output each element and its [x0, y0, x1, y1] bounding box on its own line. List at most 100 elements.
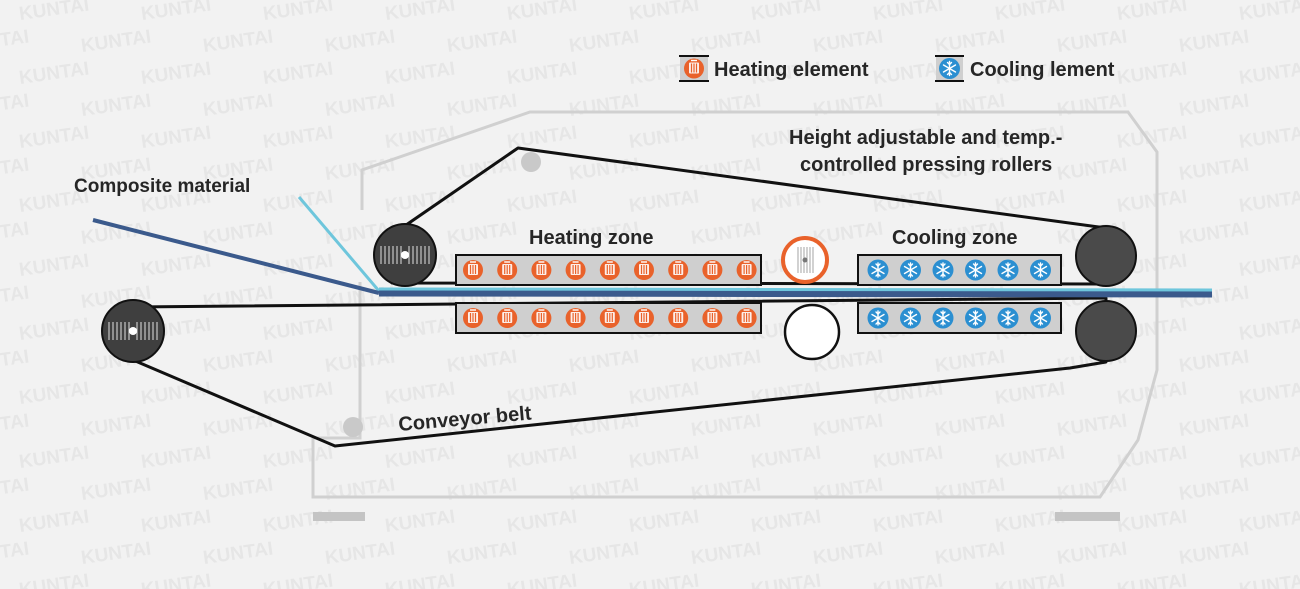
- watermark-text: KUNTAI: [1178, 282, 1251, 313]
- outfeed-roller-bottom: [1075, 300, 1137, 362]
- watermark-text: KUNTAI: [140, 506, 213, 537]
- legend-heating-label: Heating element: [714, 59, 869, 81]
- frame-bolt-top: [521, 152, 541, 172]
- watermark-text: KUNTAI: [1238, 58, 1300, 89]
- watermark-text: KUNTAI: [262, 442, 335, 473]
- pressing-roller-top: [781, 236, 829, 284]
- watermark-text: KUNTAI: [262, 378, 335, 409]
- watermark-text: KUNTAI: [628, 378, 701, 409]
- belt-drive-roller: [101, 299, 165, 363]
- watermark-text: KUNTAI: [0, 154, 30, 185]
- watermark-text: KUNTAI: [202, 474, 275, 505]
- composite-material-label: Composite material: [74, 176, 250, 197]
- infeed-roller: [373, 223, 437, 287]
- watermark-text: KUNTAI: [750, 378, 823, 409]
- watermark-text: KUNTAI: [202, 346, 275, 377]
- watermark-text: KUNTAI: [1116, 570, 1189, 589]
- snowflake-icon: [1029, 306, 1052, 330]
- snowflake-icon: [996, 258, 1020, 282]
- watermark-text: KUNTAI: [690, 90, 763, 121]
- watermark-text: KUNTAI: [140, 442, 213, 473]
- watermark-text: KUNTAI: [506, 186, 579, 217]
- watermark-text: KUNTAI: [0, 410, 30, 441]
- heater-icon: [462, 307, 484, 329]
- heating-zone-label: Heating zone: [529, 227, 653, 249]
- snowflake-icon: [1029, 258, 1052, 282]
- watermark-text: KUNTAI: [750, 442, 823, 473]
- watermark-text: KUNTAI: [994, 378, 1067, 409]
- watermark-text: KUNTAI: [1178, 26, 1251, 57]
- watermark-text: KUNTAI: [506, 506, 579, 537]
- watermark-text: KUNTAI: [690, 26, 763, 57]
- watermark-text: KUNTAI: [812, 90, 885, 121]
- watermark-text: KUNTAI: [872, 58, 945, 89]
- watermark-text: KUNTAI: [384, 314, 457, 345]
- watermark-text: KUNTAI: [262, 506, 335, 537]
- watermark-text: KUNTAI: [872, 0, 945, 25]
- watermark-text: KUNTAI: [446, 218, 519, 249]
- watermark-text: KUNTAI: [140, 378, 213, 409]
- watermark-text: KUNTAI: [80, 90, 153, 121]
- heater-icon: [530, 259, 553, 281]
- pressing-roller-bottom: [783, 303, 841, 361]
- watermark-text: KUNTAI: [262, 58, 335, 89]
- watermark-text: KUNTAI: [1116, 58, 1189, 89]
- watermark-text: KUNTAI: [18, 442, 91, 473]
- watermark-text: KUNTAI: [812, 26, 885, 57]
- snowflake-icon: [866, 306, 890, 330]
- watermark-text: KUNTAI: [1178, 538, 1251, 569]
- watermark-text: KUNTAI: [1238, 250, 1300, 281]
- watermark-text: KUNTAI: [384, 378, 457, 409]
- watermark-text: KUNTAI: [934, 538, 1007, 569]
- watermark-text: KUNTAI: [80, 538, 153, 569]
- composite-material-laminate: [378, 289, 1213, 298]
- watermark-text: KUNTAI: [690, 346, 763, 377]
- heater-icon: [564, 307, 587, 329]
- watermark-text: KUNTAI: [384, 58, 457, 89]
- watermark-text: KUNTAI: [690, 218, 763, 249]
- snowflake-icon: [964, 306, 987, 330]
- watermark-text: KUNTAI: [568, 474, 641, 505]
- legend-heating: Heating element: [679, 55, 869, 82]
- watermark-text: KUNTAI: [1116, 122, 1189, 153]
- heater-icon: [633, 259, 655, 281]
- watermark-text: KUNTAI: [1238, 122, 1300, 153]
- watermark-text: KUNTAI: [1056, 26, 1129, 57]
- composite-material-top-layer: [297, 196, 381, 292]
- watermark-text: KUNTAI: [140, 570, 213, 589]
- heater-icon: [701, 259, 724, 281]
- watermark-text: KUNTAI: [0, 282, 30, 313]
- watermark-text: KUNTAI: [872, 442, 945, 473]
- watermark-text: KUNTAI: [1238, 314, 1300, 345]
- heater-icon: [633, 307, 655, 329]
- snowflake-icon: [866, 258, 890, 282]
- watermark-text: KUNTAI: [0, 218, 30, 249]
- watermark-text: KUNTAI: [18, 314, 91, 345]
- watermark-text: KUNTAI: [1178, 474, 1251, 505]
- composite-material-bottom-layer: [92, 218, 380, 295]
- watermark-text: KUNTAI: [446, 346, 519, 377]
- watermark-text: KUNTAI: [384, 570, 457, 589]
- watermark-text: KUNTAI: [812, 474, 885, 505]
- watermark-text: KUNTAI: [446, 154, 519, 185]
- watermark-text: KUNTAI: [1116, 0, 1189, 25]
- frame-bolt-bottom: [343, 417, 363, 437]
- watermark-text: KUNTAI: [202, 218, 275, 249]
- watermark-text: KUNTAI: [1056, 410, 1129, 441]
- watermark-text: KUNTAI: [202, 26, 275, 57]
- watermark-text: KUNTAI: [568, 346, 641, 377]
- watermark-text: KUNTAI: [0, 474, 30, 505]
- snowflake-icon: [899, 306, 922, 330]
- watermark-text: KUNTAI: [18, 378, 91, 409]
- watermark-text: KUNTAI: [506, 570, 579, 589]
- heater-icon: [462, 259, 484, 281]
- watermark-text: KUNTAI: [80, 410, 153, 441]
- watermark-text: KUNTAI: [1238, 0, 1300, 25]
- watermark-text: KUNTAI: [1238, 570, 1300, 589]
- machine-frame: [311, 110, 1159, 499]
- watermark-text: KUNTAI: [690, 410, 763, 441]
- watermark-text: KUNTAI: [628, 0, 701, 25]
- watermark-text: KUNTAI: [0, 26, 30, 57]
